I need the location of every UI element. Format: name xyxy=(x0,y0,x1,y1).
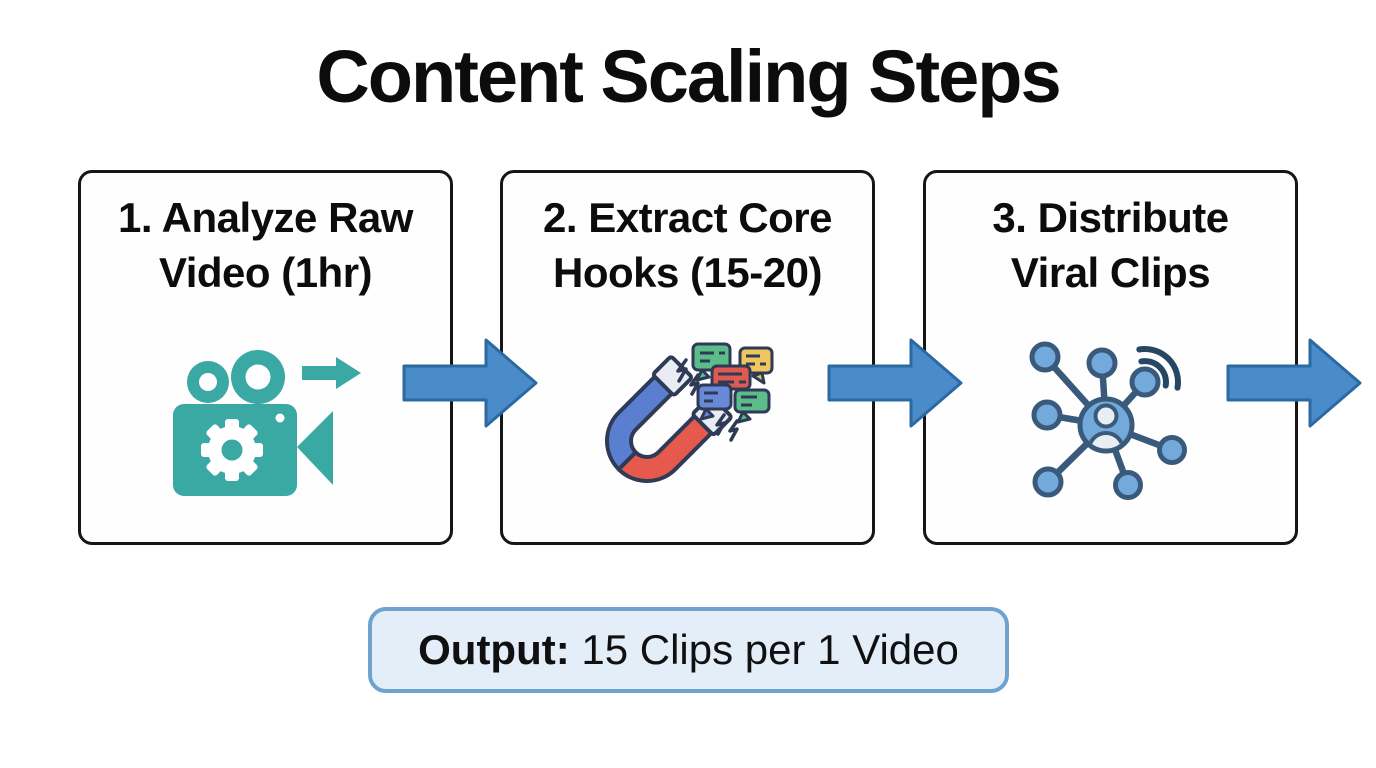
gear-icon xyxy=(201,419,263,481)
arrow-right-icon xyxy=(827,338,963,428)
person-icon xyxy=(1087,403,1125,449)
step-3-label-line2: Viral Clips xyxy=(1010,248,1211,296)
step-1-label-line1: 1. Analyze Raw xyxy=(118,194,413,241)
chat-bubble-green-icon xyxy=(691,342,732,382)
signal-waves-icon xyxy=(1136,346,1181,391)
step-box-2: 2. Extract Core Hooks (15-20) xyxy=(500,170,875,545)
video-camera-icon xyxy=(173,350,361,496)
magnet-attracting-messages-icon xyxy=(605,342,774,483)
arrow-right-icon xyxy=(1226,338,1362,428)
chat-bubble-red-icon xyxy=(710,364,752,391)
chat-bubble-blue-icon xyxy=(696,383,733,421)
output-summary: Output: 15 Clips per 1 Video xyxy=(368,607,1009,693)
step-2-label: 2. Extract Core Hooks (15-20) xyxy=(503,191,872,300)
arrow-right-icon xyxy=(402,338,538,428)
chat-bubble-green2-icon xyxy=(733,388,771,424)
step-3-label: 3. Distribute Viral Clips xyxy=(926,191,1295,300)
step-3-label-line1: 3. Distribute xyxy=(992,194,1229,241)
step-2-label-line2: Hooks (15-20) xyxy=(553,248,822,296)
network-nodes xyxy=(1029,341,1187,500)
step-1-label: 1. Analyze Raw Video (1hr) xyxy=(81,191,450,300)
step-1-label-line2: Video (1hr) xyxy=(158,248,373,296)
step-box-3: 3. Distribute Viral Clips xyxy=(923,170,1298,545)
output-label: Output: xyxy=(418,626,570,673)
network-share-icon xyxy=(1029,341,1187,500)
output-value: 15 Clips per 1 Video xyxy=(569,626,959,673)
chat-bubbles xyxy=(691,342,774,424)
spark-lines xyxy=(676,358,739,442)
step-2-label-line1: 2. Extract Core xyxy=(543,194,832,241)
page-title: Content Scaling Steps xyxy=(316,35,1061,118)
